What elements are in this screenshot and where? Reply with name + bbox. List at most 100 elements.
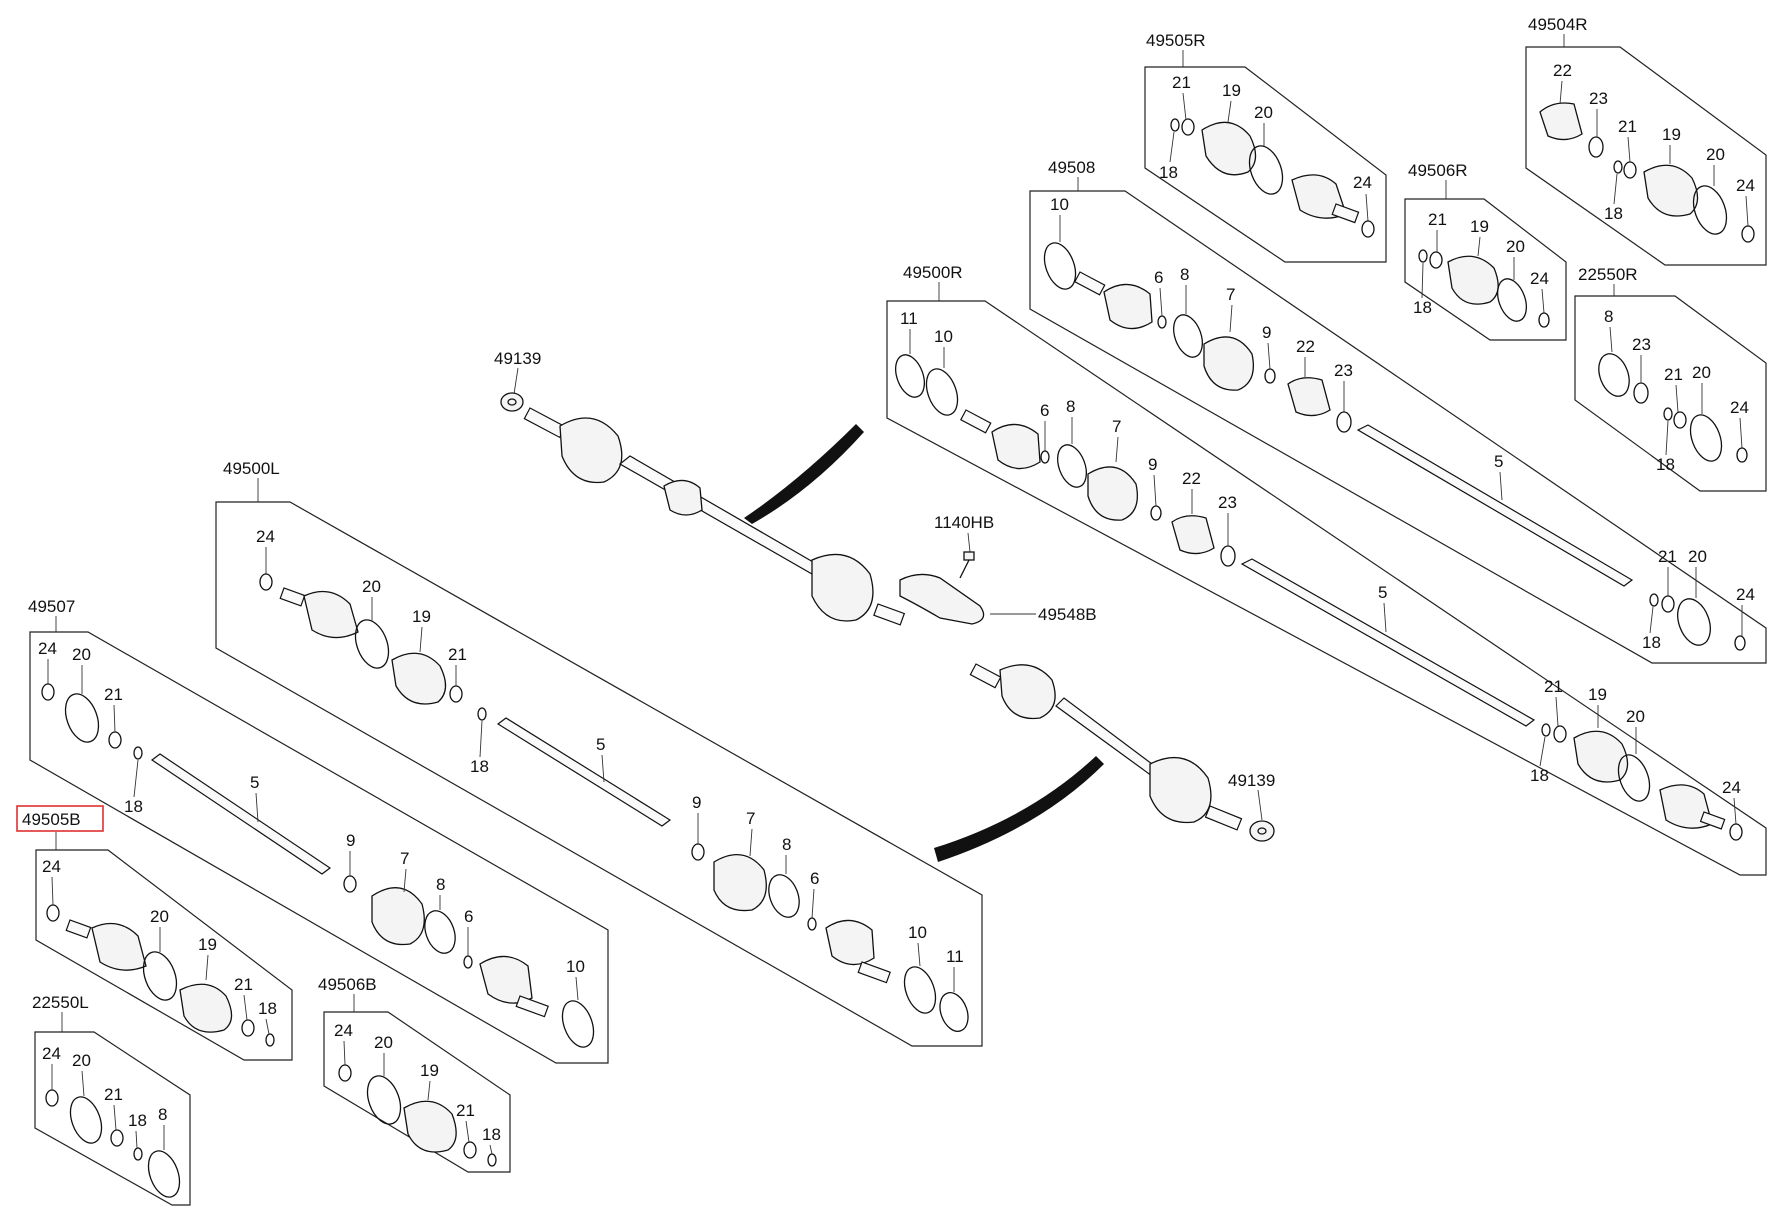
svg-text:5: 5 xyxy=(250,773,259,792)
svg-text:7: 7 xyxy=(400,849,409,868)
group-22550R: 22550R 8 23 21 20 24 18 xyxy=(1574,265,1767,492)
svg-text:9: 9 xyxy=(692,793,701,812)
svg-text:20: 20 xyxy=(362,577,381,596)
group-49508: 49508 10 6 8 7 9 22 23 5 21 20 xyxy=(1029,158,1767,664)
svg-text:8: 8 xyxy=(1180,265,1189,284)
callout-49139-upper: 49139 xyxy=(494,349,541,368)
svg-text:20: 20 xyxy=(1506,237,1525,256)
group-label-49505B[interactable]: 49505B xyxy=(22,810,81,829)
svg-text:18: 18 xyxy=(1413,298,1432,317)
svg-text:24: 24 xyxy=(1722,778,1741,797)
svg-text:5: 5 xyxy=(596,735,605,754)
svg-text:18: 18 xyxy=(470,757,489,776)
svg-text:19: 19 xyxy=(1662,125,1681,144)
svg-text:24: 24 xyxy=(1736,176,1755,195)
group-label-49505R: 49505R xyxy=(1146,31,1206,50)
group-49505B[interactable]: 49505B 24 20 19 21 18 xyxy=(16,805,293,1061)
svg-text:21: 21 xyxy=(448,645,467,664)
group-49500R: 49500R 11 10 6 8 7 9 22 23 xyxy=(886,263,1767,876)
svg-text:18: 18 xyxy=(124,797,143,816)
outer-cv-joint xyxy=(559,417,623,484)
assembled-shaft-upper: 49139 xyxy=(494,349,906,626)
svg-text:19: 19 xyxy=(1222,81,1241,100)
svg-text:10: 10 xyxy=(1050,195,1069,214)
svg-text:10: 10 xyxy=(908,923,927,942)
svg-text:21: 21 xyxy=(234,975,253,994)
boot-19 xyxy=(1643,164,1699,217)
svg-text:9: 9 xyxy=(1148,455,1157,474)
svg-text:7: 7 xyxy=(746,809,755,828)
svg-text:18: 18 xyxy=(482,1125,501,1144)
group-label-22550L: 22550L xyxy=(32,993,89,1012)
svg-text:19: 19 xyxy=(420,1061,439,1080)
callout-49139-lower: 49139 xyxy=(1228,771,1275,790)
svg-text:6: 6 xyxy=(464,907,473,926)
svg-text:8: 8 xyxy=(158,1105,167,1124)
svg-text:21: 21 xyxy=(456,1101,475,1120)
svg-text:24: 24 xyxy=(1730,398,1749,417)
svg-text:23: 23 xyxy=(1334,361,1353,380)
svg-text:8: 8 xyxy=(1066,397,1075,416)
svg-text:5: 5 xyxy=(1378,583,1387,602)
damper-22 xyxy=(1287,377,1331,417)
svg-text:8: 8 xyxy=(436,875,445,894)
group-label-49506R: 49506R xyxy=(1408,161,1468,180)
clip-18 xyxy=(1170,118,1180,132)
svg-text:7: 7 xyxy=(1226,285,1235,304)
svg-text:20: 20 xyxy=(374,1033,393,1052)
inner-cv-joint xyxy=(811,553,874,622)
boot-19 xyxy=(403,1100,457,1153)
outer-joint xyxy=(479,955,533,1004)
svg-text:20: 20 xyxy=(1692,363,1711,382)
svg-text:18: 18 xyxy=(1656,455,1675,474)
clip-24 xyxy=(1361,220,1375,238)
svg-text:9: 9 xyxy=(1262,323,1271,342)
group-label-22550R: 22550R xyxy=(1578,265,1638,284)
bearing-bracket xyxy=(899,573,985,625)
svg-text:18: 18 xyxy=(1530,766,1549,785)
svg-text:23: 23 xyxy=(1218,493,1237,512)
svg-text:21: 21 xyxy=(1544,677,1563,696)
outer-joint xyxy=(825,919,875,966)
band-20 xyxy=(1248,145,1284,195)
svg-text:24: 24 xyxy=(42,1044,61,1063)
svg-text:20: 20 xyxy=(1706,145,1725,164)
group-49500L: 49500L 24 20 19 21 18 5 9 7 8 xyxy=(215,459,983,1047)
svg-text:19: 19 xyxy=(1588,685,1607,704)
svg-text:24: 24 xyxy=(334,1021,353,1040)
svg-text:18: 18 xyxy=(1642,633,1661,652)
svg-text:19: 19 xyxy=(1470,217,1489,236)
svg-text:20: 20 xyxy=(150,907,169,926)
svg-text:22: 22 xyxy=(1182,469,1201,488)
svg-text:10: 10 xyxy=(566,957,585,976)
inner-joint xyxy=(303,590,359,639)
group-49506R: 49506R 21 19 20 24 18 xyxy=(1404,161,1567,341)
damper xyxy=(663,479,703,516)
svg-text:24: 24 xyxy=(1353,173,1372,192)
group-49505R: 49505R 21 19 20 18 24 xyxy=(1144,31,1387,263)
svg-text:6: 6 xyxy=(1040,401,1049,420)
boot-7 xyxy=(1203,336,1255,391)
group-label-49506B: 49506B xyxy=(318,975,377,994)
swoosh-lower xyxy=(934,756,1104,862)
svg-text:21: 21 xyxy=(1428,210,1447,229)
band-21 xyxy=(1181,118,1195,136)
svg-text:24: 24 xyxy=(42,857,61,876)
outer-joint xyxy=(1103,283,1153,330)
group-49507: 49507 24 20 21 18 5 9 7 8 6 10 xyxy=(28,597,609,1064)
svg-text:20: 20 xyxy=(1254,103,1273,122)
svg-text:18: 18 xyxy=(1604,204,1623,223)
svg-text:20: 20 xyxy=(1688,547,1707,566)
svg-text:18: 18 xyxy=(1159,163,1178,182)
group-49506B: 49506B 24 20 19 21 18 xyxy=(318,975,511,1173)
svg-text:20: 20 xyxy=(72,645,91,664)
svg-text:24: 24 xyxy=(38,639,57,658)
group-label-49507: 49507 xyxy=(28,597,75,616)
svg-text:18: 18 xyxy=(128,1111,147,1130)
svg-text:24: 24 xyxy=(1530,269,1549,288)
boot-19 xyxy=(1447,255,1499,305)
svg-text:6: 6 xyxy=(810,869,819,888)
boot-19 xyxy=(391,652,447,705)
boot-19 xyxy=(1201,121,1257,176)
